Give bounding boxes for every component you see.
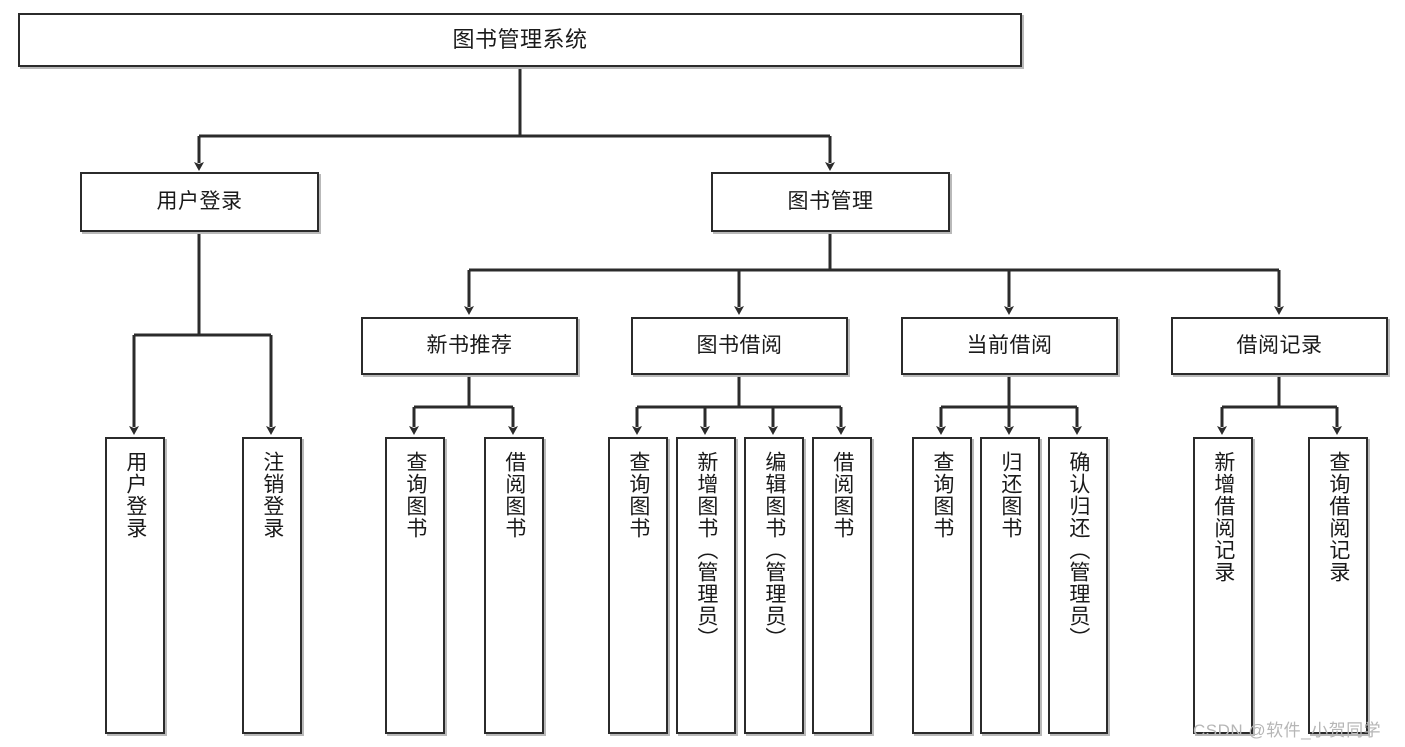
node-new-book-recommend-label: 新书推荐 [426,333,513,357]
node-book-borrow-label: 图书借阅 [696,333,783,357]
node-current-borrow[interactable]: 当前借阅 [901,317,1118,375]
leaf-add-borrow-record-label: 新增借阅记录 [1211,451,1235,583]
leaf-add-book-admin-label: 新增图书（管理员） [694,451,718,649]
leaf-query-borrow-record-label: 查询借阅记录 [1326,451,1350,583]
node-user-login-label: 用户登录 [156,189,243,213]
node-borrow-record[interactable]: 借阅记录 [1171,317,1388,375]
node-borrow-record-label: 借阅记录 [1236,333,1323,357]
leaf-query-book-borrow[interactable]: 查询图书 [608,437,668,734]
leaf-borrow-book-recommend-label: 借阅图书 [502,451,526,539]
leaf-confirm-return-admin-label: 确认归还（管理员） [1066,451,1090,649]
leaf-query-book-current-label: 查询图书 [930,451,954,539]
leaf-borrow-book-recommend[interactable]: 借阅图书 [484,437,544,734]
node-root-label: 图书管理系统 [452,27,588,53]
leaf-borrow-book-label: 借阅图书 [830,451,854,539]
leaf-logout[interactable]: 注销登录 [242,437,302,734]
node-root[interactable]: 图书管理系统 [18,13,1022,67]
leaf-borrow-book[interactable]: 借阅图书 [812,437,872,734]
leaf-query-book-current[interactable]: 查询图书 [912,437,972,734]
leaf-query-book-recommend[interactable]: 查询图书 [385,437,445,734]
leaf-add-borrow-record[interactable]: 新增借阅记录 [1193,437,1253,734]
node-book-management[interactable]: 图书管理 [711,172,950,232]
node-new-book-recommend[interactable]: 新书推荐 [361,317,578,375]
leaf-confirm-return-admin[interactable]: 确认归还（管理员） [1048,437,1108,734]
node-user-login[interactable]: 用户登录 [80,172,319,232]
leaf-edit-book-admin[interactable]: 编辑图书（管理员） [744,437,804,734]
node-book-borrow[interactable]: 图书借阅 [631,317,848,375]
node-book-management-label: 图书管理 [787,189,874,213]
leaf-logout-label: 注销登录 [260,451,284,539]
leaf-user-login[interactable]: 用户登录 [105,437,165,734]
leaf-edit-book-admin-label: 编辑图书（管理员） [762,451,786,649]
leaf-add-book-admin[interactable]: 新增图书（管理员） [676,437,736,734]
leaf-return-book[interactable]: 归还图书 [980,437,1040,734]
watermark: CSDN @软件_小贺同学 [1193,721,1382,740]
leaf-return-book-label: 归还图书 [998,451,1022,539]
leaf-query-book-recommend-label: 查询图书 [403,451,427,539]
leaf-user-login-label: 用户登录 [123,451,147,539]
node-current-borrow-label: 当前借阅 [966,333,1053,357]
leaf-query-book-borrow-label: 查询图书 [626,451,650,539]
leaf-query-borrow-record[interactable]: 查询借阅记录 [1308,437,1368,734]
